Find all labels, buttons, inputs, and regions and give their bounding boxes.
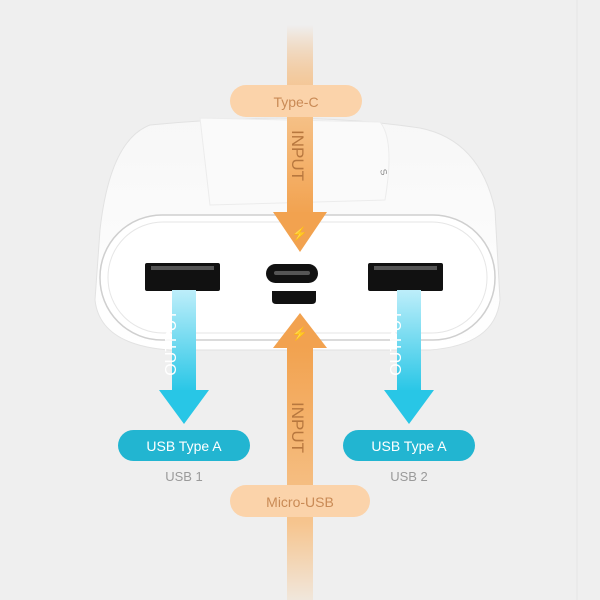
top-input-arrow: ⚡ <box>273 25 327 252</box>
micro-usb-label: Micro-USB <box>266 494 334 510</box>
lightning-icon: ⚡ <box>292 326 308 342</box>
logo: S <box>378 168 389 176</box>
usb-type-a-pill-1 <box>118 430 250 461</box>
usb-2-label: USB 2 <box>390 469 428 484</box>
type-c-pill <box>230 85 362 117</box>
output-label-1: OUTPUT <box>163 310 180 376</box>
bottom-input-arrow: ⚡ <box>273 313 327 600</box>
output-arrow-2 <box>384 290 434 424</box>
micro-usb-pill <box>230 485 370 517</box>
type-c-label: Type-C <box>273 94 318 110</box>
output-arrow-1 <box>159 290 209 424</box>
lightning-icon: ⚡ <box>292 226 308 242</box>
top-input-label: INPUT <box>288 130 307 181</box>
micro-usb-port <box>272 291 316 304</box>
bottom-input-label: INPUT <box>288 402 307 453</box>
usb-type-a-pill-2 <box>343 430 475 461</box>
usb-type-a-label-2: USB Type A <box>371 438 447 454</box>
usb-1-label: USB 1 <box>165 469 203 484</box>
usb-type-a-label-1: USB Type A <box>146 438 222 454</box>
output-label-2: OUTPUT <box>388 310 405 376</box>
